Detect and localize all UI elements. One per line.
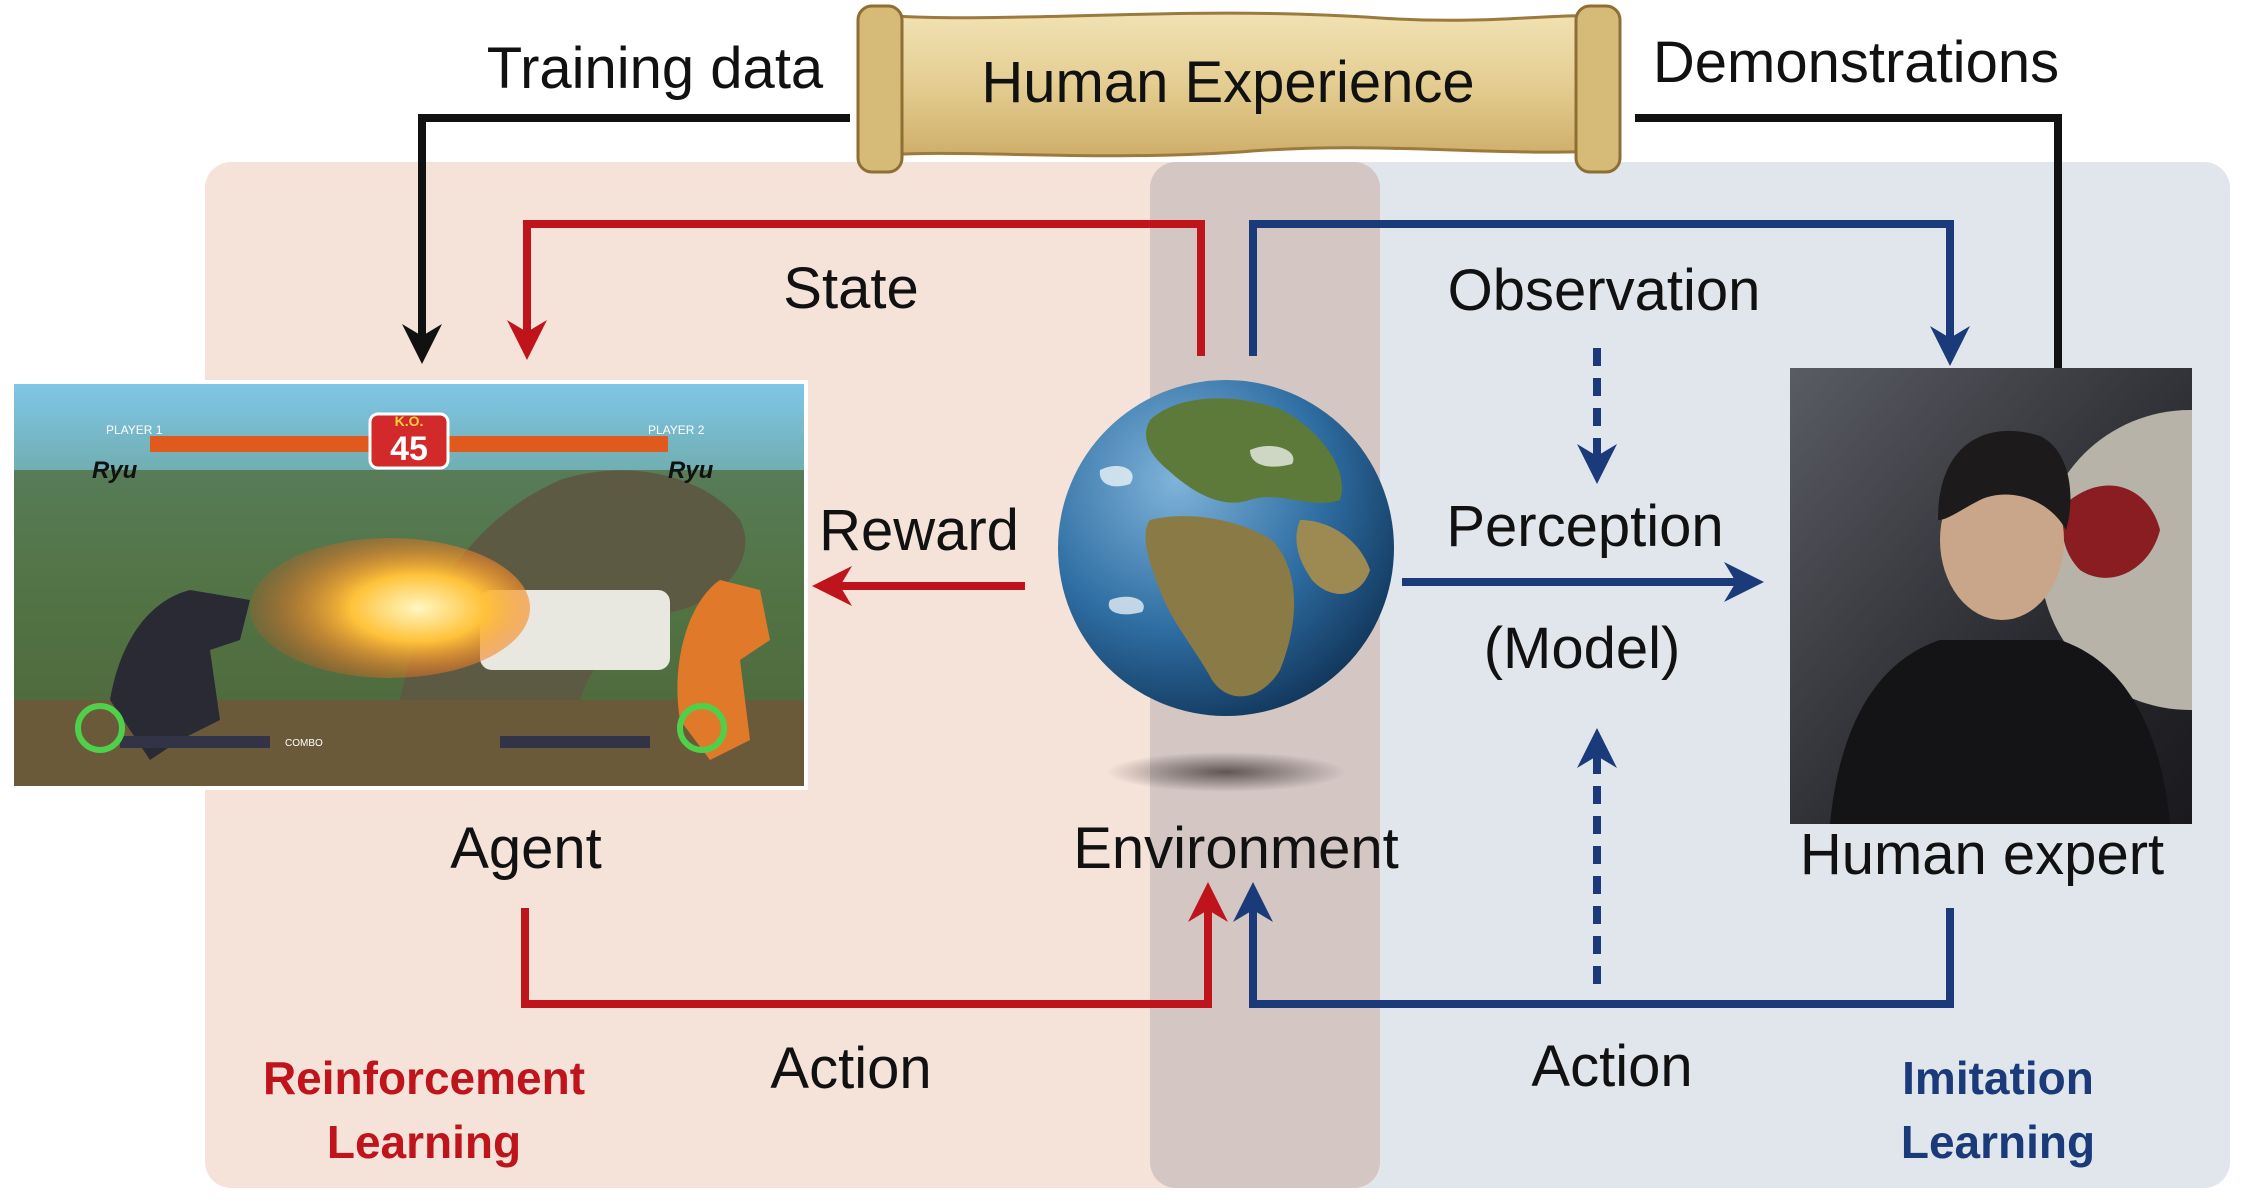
fighter-right [677,580,770,760]
reward-label: Reward [819,498,1019,563]
observation-arrow [1249,220,1970,366]
rl-action-arrow [521,882,1228,1008]
p2-health-bar [448,436,668,452]
p1-super-meter [120,736,270,748]
observation-label: Observation [1448,258,1761,323]
p2-super-meter [500,736,650,748]
human-experience-scroll: Human Experience [856,4,1622,174]
rl-action-label: Action [770,1036,931,1101]
environment-globe [1058,380,1394,792]
fighter-left [110,590,250,760]
training-data-label: Training data [487,36,824,101]
rl-region-label-line2: Learning [327,1116,521,1168]
demonstrations-label: Demonstrations [1653,30,2059,95]
globe-land-africa [1145,516,1295,697]
globe-shadow [1106,752,1346,792]
human-expert-portrait [1790,368,2192,824]
environment-label: Environment [1073,816,1399,881]
person-hair [1938,430,2071,530]
background-red-tree [2062,485,2160,578]
il-region-label-line2: Learning [1901,1116,2095,1168]
player1-tag: PLAYER 1 [106,423,163,437]
globe-land-middle-east [1296,520,1370,594]
globe-land-europe [1146,398,1342,503]
p2-gauge [677,703,727,753]
perception-label: Perception [1446,494,1723,559]
il-action-label: Action [1531,1034,1692,1099]
il-region-label-line1: Imitation [1902,1052,2094,1104]
person-body [1830,640,2170,824]
globe-clouds [1099,445,1294,615]
player1-name: Ryu [92,457,138,484]
scroll-right-roll [1574,4,1622,174]
state-label: State [783,256,918,321]
combo-label: COMBO [285,738,323,749]
agent-label: Agent [450,816,602,881]
timer-value: 45 [390,430,428,468]
rl-region-label-line1: Reinforcement [263,1052,585,1104]
player2-tag: PLAYER 2 [648,423,705,437]
p1-gauge [75,703,125,753]
p1-health-bar [150,436,370,452]
ko-label: K.O. [395,413,424,429]
human-expert-label: Human expert [1800,822,2164,887]
player2-name: Ryu [668,457,714,484]
training-data-arrow [402,114,850,364]
agent-game-screenshot: K.O. 45 PLAYER 1 PLAYER 2 Ryu Ryu COMBO [10,380,808,790]
state-arrow [507,220,1205,360]
scroll-left-roll [856,4,904,174]
timer-box [368,412,450,470]
fireball [250,538,530,678]
demonstrations-arrow [1635,114,2062,372]
scroll-title: Human Experience [981,50,1474,115]
il-action-arrow [1233,882,1954,1008]
model-label: (Model) [1484,616,1681,681]
